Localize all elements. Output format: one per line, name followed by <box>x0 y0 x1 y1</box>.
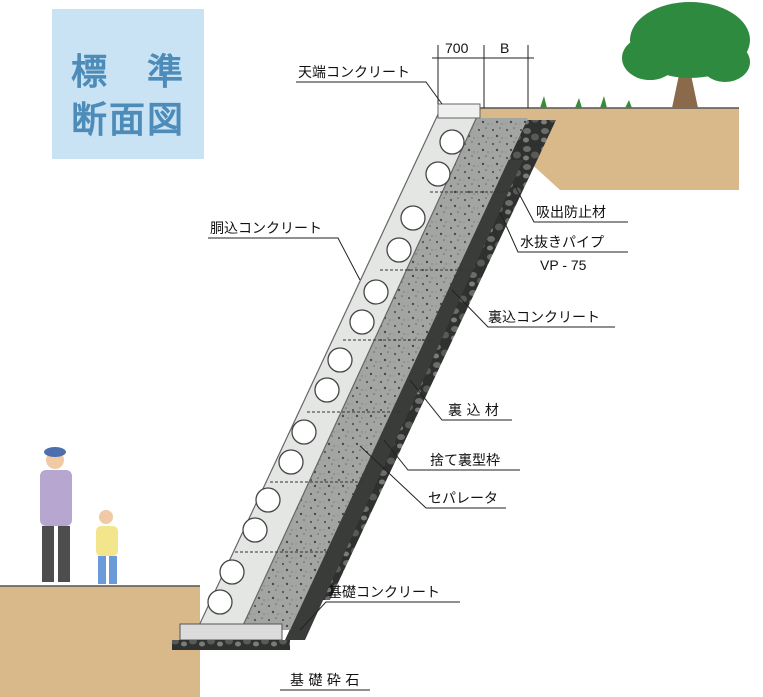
title-panel: 標 準 断面図 <box>52 9 204 159</box>
tree <box>622 2 750 108</box>
label-crest-concrete: 天端コンクリート <box>298 65 410 81</box>
dim-b: B <box>500 40 509 56</box>
label-back-formwork: 捨て裏型枠 <box>430 452 500 469</box>
label-separator: セパレータ <box>428 491 498 507</box>
foundation-gravel <box>172 640 290 650</box>
leader-lines <box>208 81 628 691</box>
title-line-2: 断面図 <box>70 100 185 141</box>
grass <box>540 96 632 108</box>
title-line-1: 標 準 <box>70 52 185 93</box>
child-figure <box>96 510 118 584</box>
back-concrete <box>232 118 528 630</box>
adult-figure <box>40 447 72 582</box>
separators <box>235 191 510 553</box>
label-drain-prevention: 吸出防止材 <box>536 205 606 221</box>
label-backfill: 裏 込 材 <box>448 402 499 419</box>
foundation-concrete <box>179 623 283 641</box>
crest-concrete <box>437 103 481 119</box>
label-drain-pipe-spec: VP - 75 <box>540 257 587 273</box>
block-gauges <box>207 129 465 615</box>
back-formwork <box>285 160 523 640</box>
ground-left <box>0 586 200 697</box>
label-body-concrete: 胴込コンクリート <box>210 221 322 237</box>
label-foundation-gravel: 基 礎 砕 石 <box>290 672 359 689</box>
label-drain-pipe: 水抜きパイプ <box>520 235 604 251</box>
dim-700: 700 <box>445 40 469 56</box>
label-back-concrete: 裏込コンクリート <box>488 309 600 326</box>
dimension-lines <box>432 45 534 108</box>
label-foundation-concrete: 基礎コンクリート <box>328 584 440 601</box>
